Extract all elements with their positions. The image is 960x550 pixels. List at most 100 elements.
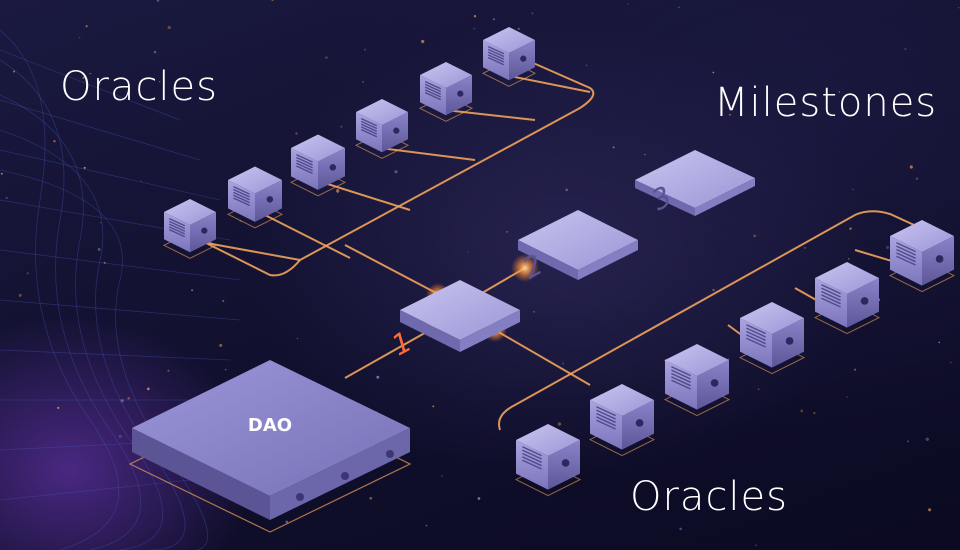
background-dot	[854, 368, 857, 371]
background-dot	[285, 520, 289, 524]
background-dot	[224, 368, 227, 371]
background-dot	[627, 3, 629, 5]
background-dot	[728, 113, 731, 116]
background-dot	[336, 189, 340, 193]
background-dot	[679, 527, 682, 531]
background-dot	[557, 422, 562, 426]
oracle-group-bottom	[514, 220, 956, 497]
background-dot	[296, 337, 299, 340]
background-dot	[103, 261, 106, 264]
background-dot	[928, 508, 932, 512]
oracle-server	[738, 302, 806, 375]
background-dot	[295, 132, 298, 135]
background-dot	[167, 369, 170, 372]
background-dot	[99, 221, 102, 224]
background-dot	[473, 14, 477, 18]
background-dot	[925, 437, 929, 441]
oracle-server	[588, 384, 656, 457]
background-dot	[120, 399, 124, 403]
background-dot	[938, 341, 941, 344]
background-dot	[678, 6, 680, 9]
background-dot	[153, 50, 157, 54]
background-dot	[363, 48, 367, 51]
background-dot	[13, 70, 15, 73]
background-dot	[847, 258, 850, 260]
background-dot	[362, 80, 365, 83]
oracle-server	[289, 134, 347, 197]
oracle-server	[481, 27, 537, 87]
background-dot	[118, 434, 122, 438]
background-dot	[846, 396, 848, 398]
background-dot	[219, 343, 223, 347]
background-dot	[222, 299, 225, 302]
background-dot	[753, 234, 757, 238]
background-dot	[755, 544, 757, 546]
background-dot	[904, 48, 907, 51]
background-dot	[531, 12, 534, 15]
background-dot	[800, 409, 804, 413]
background-dot	[57, 406, 60, 409]
background-dot	[886, 245, 890, 250]
milestone-tile-1: 1	[389, 280, 520, 364]
background-dot	[644, 153, 646, 156]
background-dot	[727, 358, 730, 360]
oracle-server	[514, 424, 582, 497]
background-dot	[425, 524, 428, 527]
milestones-label: Milestones	[714, 80, 938, 126]
background-dot	[340, 125, 343, 128]
background-dot	[441, 475, 443, 477]
background-dot	[506, 231, 508, 233]
oracle-server	[162, 199, 218, 259]
oracle-server	[888, 220, 956, 293]
background-dot	[849, 227, 852, 230]
background-dot	[156, 0, 160, 2]
background-dot	[803, 246, 806, 249]
background-dot	[915, 177, 919, 180]
background-dot	[838, 91, 840, 93]
background-dot	[82, 76, 85, 79]
background-dot	[325, 56, 328, 59]
background-dot	[612, 146, 615, 149]
oracle-server	[813, 262, 881, 335]
background-dot	[394, 170, 398, 174]
background-dot	[191, 289, 194, 292]
background-dot	[26, 272, 29, 275]
background-dot	[712, 71, 715, 74]
top-oracle-bus	[199, 54, 595, 277]
background-dot	[127, 396, 130, 400]
background-dot	[565, 188, 568, 192]
background-dot	[907, 440, 910, 443]
background-dot	[712, 288, 715, 292]
background-dot	[473, 27, 476, 30]
background-dot	[158, 80, 161, 83]
background-dot	[89, 72, 91, 75]
background-dot	[369, 496, 373, 500]
background-dot	[146, 387, 150, 391]
background-dot	[757, 388, 760, 391]
background-dot	[271, 0, 274, 2]
background-dot	[492, 18, 495, 21]
background-dot	[376, 375, 380, 379]
background-dot	[561, 362, 565, 365]
oracle-server	[226, 166, 284, 229]
oracle-server	[354, 99, 410, 159]
background-dot	[97, 247, 101, 251]
background-dot	[78, 36, 81, 39]
background-dot	[477, 497, 481, 500]
milestone-tile-3: 3	[635, 150, 755, 219]
oracles-top-label: Oracles	[60, 64, 218, 110]
background-dot	[432, 405, 435, 408]
background-dot	[517, 27, 520, 31]
oracle-server	[663, 344, 731, 417]
bottom-oracle-bus	[498, 210, 926, 431]
background-dot	[0, 172, 3, 175]
background-dot	[85, 25, 88, 28]
background-dot	[813, 411, 816, 415]
background-dot	[421, 39, 425, 44]
background-dot	[467, 251, 469, 253]
milestone-number-1: 1	[389, 324, 414, 364]
background-dot	[851, 188, 854, 191]
milestone-tile-2: 2	[518, 210, 638, 287]
dao-label: DAO	[248, 415, 292, 436]
